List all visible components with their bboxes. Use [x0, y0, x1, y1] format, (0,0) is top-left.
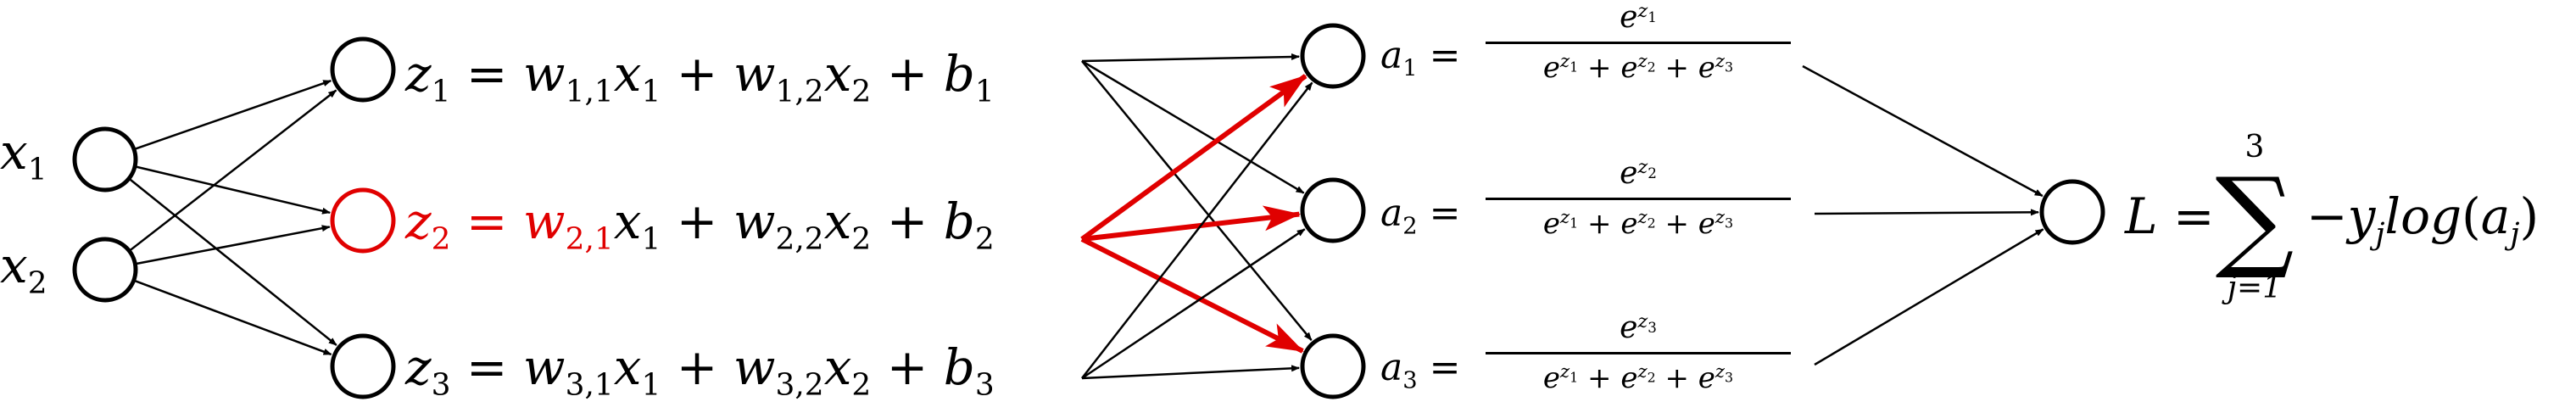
node-z3: [330, 333, 396, 399]
nodes: [72, 23, 2105, 399]
fraction-bar: [1486, 42, 1791, 44]
fraction-denominator: ez1 + ez2 + ez3: [1542, 50, 1734, 85]
edges: [129, 53, 2044, 380]
edge-z1-a2: [1081, 59, 1305, 194]
fraction-bar: [1486, 198, 1791, 200]
edge-a3-L: [1814, 228, 2044, 366]
node-a1: [1300, 23, 1366, 89]
output-label-a1: a1 =: [1380, 34, 1461, 82]
edge-x1-z3: [129, 178, 337, 346]
node-x1: [72, 126, 138, 193]
summation: 3 ∑ j=1: [2208, 132, 2301, 304]
edge-z3-a1: [1081, 81, 1313, 379]
fraction-bar: [1486, 352, 1791, 354]
edge-z1-a1: [1081, 53, 1301, 63]
edge-z3-a3: [1081, 365, 1301, 380]
edge-z1-a3: [1081, 60, 1313, 341]
edge-x2-z2: [137, 225, 331, 265]
node-L: [2039, 179, 2105, 245]
hidden-equation-z3: z3 = w3,1x1 + w3,2x2 + b3: [405, 338, 995, 403]
highlighted-z2: z2: [405, 193, 451, 257]
loss-lhs: L =: [2125, 187, 2215, 245]
node-z1: [330, 36, 396, 103]
fraction-numerator: ez3: [1620, 310, 1657, 345]
edge-a1-L: [1802, 64, 2044, 198]
input-label-x1: x1: [0, 123, 47, 187]
edge-z2-a3: [1080, 237, 1305, 354]
sum-lower-limit: j=1: [2227, 271, 2283, 305]
edge-x1-z1: [135, 79, 332, 150]
edge-z3-a2: [1081, 228, 1306, 380]
softmax-fraction-a1: ez1 ez1 + ez2 + ez3: [1486, 0, 1791, 85]
fraction-denominator: ez1 + ez2 + ez3: [1542, 206, 1734, 241]
sum-upper-limit: 3: [2244, 130, 2265, 165]
edge-x2-z1: [130, 89, 337, 251]
hidden-equation-z1: z1 = w1,1x1 + w1,2x2 + b1: [405, 45, 995, 109]
highlighted-weight-w21: w2,1: [522, 193, 614, 257]
input-label-x2: x2: [0, 237, 47, 301]
node-x2: [72, 237, 138, 303]
output-label-a3: a3 =: [1380, 346, 1461, 394]
fraction-numerator: ez2: [1620, 155, 1657, 191]
node-a2: [1300, 177, 1366, 243]
node-z2: [330, 187, 396, 254]
sum-symbol: ∑: [2215, 153, 2294, 282]
node-a3: [1300, 333, 1366, 399]
fraction-numerator: ez1: [1620, 0, 1657, 35]
edge-x2-z3: [135, 280, 332, 356]
softmax-fraction-a2: ez2 ez1 + ez2 + ez3: [1486, 156, 1791, 241]
loss-term: −yjlog(aj): [2306, 187, 2540, 252]
softmax-fraction-a3: ez3 ez1 + ez2 + ez3: [1486, 310, 1791, 395]
edge-a2-L: [1814, 209, 2040, 216]
edge-z2-a2: [1081, 205, 1302, 242]
hidden-equation-z2: z2 = w2,1x1 + w2,2x2 + b2: [405, 193, 995, 257]
fraction-denominator: ez1 + ez2 + ez3: [1542, 360, 1734, 395]
edge-x1-z2: [136, 165, 332, 215]
edge-z2-a1: [1080, 74, 1308, 242]
output-label-a2: a2 =: [1380, 192, 1461, 240]
